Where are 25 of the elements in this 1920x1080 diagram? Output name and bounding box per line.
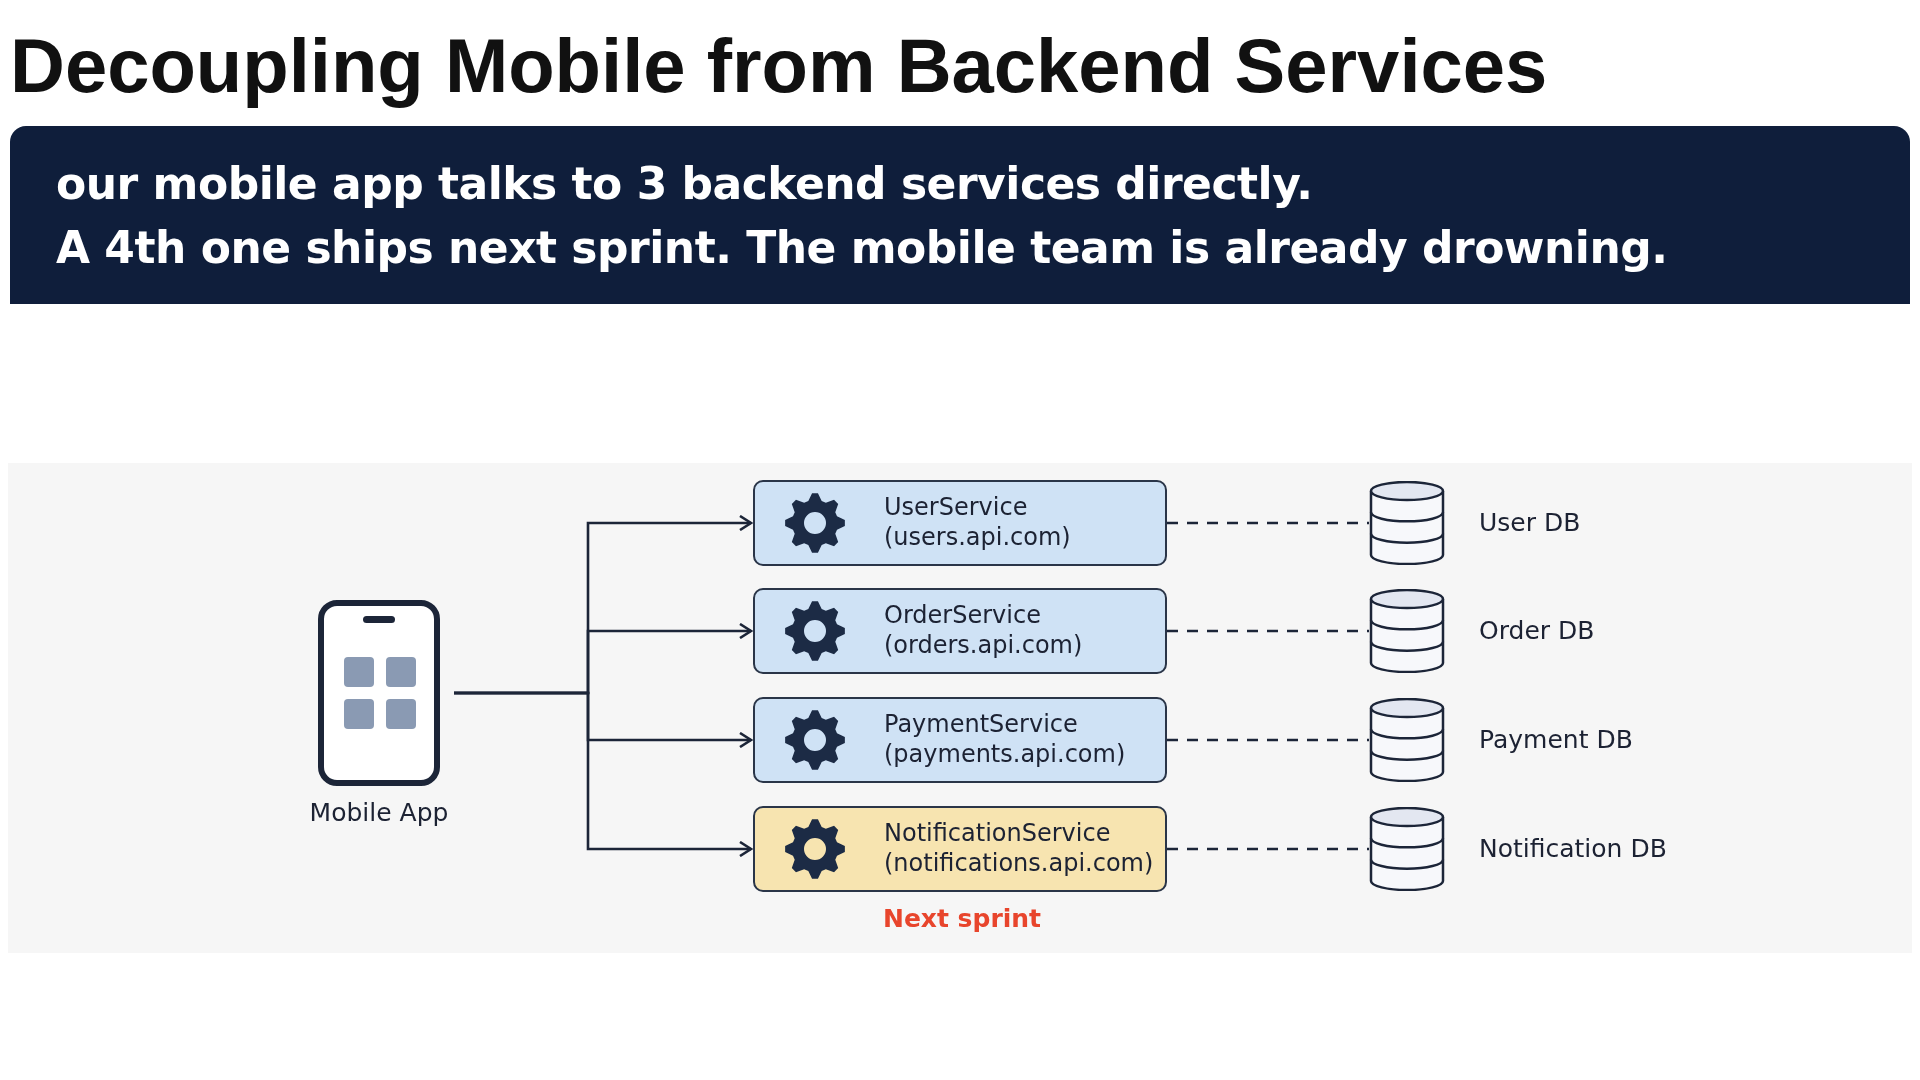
dashed-connector bbox=[1167, 629, 1369, 633]
service-box bbox=[753, 588, 1167, 674]
service-name: UserService bbox=[884, 493, 1028, 521]
database-label: Payment DB bbox=[1479, 725, 1633, 754]
service-url: (orders.api.com) bbox=[884, 631, 1083, 659]
arrow bbox=[454, 691, 753, 858]
database-label: User DB bbox=[1479, 508, 1581, 537]
service-name: OrderService bbox=[884, 601, 1041, 629]
dashed-connector bbox=[1167, 847, 1369, 851]
service-url: (users.api.com) bbox=[884, 523, 1071, 551]
dashed-connector bbox=[1167, 521, 1369, 525]
service-name: NotificationService bbox=[884, 819, 1111, 847]
service-box bbox=[753, 697, 1167, 783]
database-label: Order DB bbox=[1479, 616, 1595, 645]
service-url: (payments.api.com) bbox=[884, 740, 1126, 768]
node-label: Mobile App bbox=[309, 798, 449, 827]
database-label: Notification DB bbox=[1479, 834, 1667, 863]
service-url: (notifications.api.com) bbox=[884, 849, 1154, 877]
banner-text: A 4th one ships next sprint. The mobile team is already drowning. bbox=[56, 222, 1668, 273]
service-box bbox=[753, 480, 1167, 566]
service-name: PaymentService bbox=[884, 710, 1078, 738]
banner-text: our mobile app talks to 3 backend services directly. bbox=[56, 158, 1313, 209]
note-text: Next sprint bbox=[881, 904, 1043, 933]
dashed-connector bbox=[1167, 738, 1369, 742]
title: Decoupling Mobile from Backend Services bbox=[10, 22, 1548, 109]
